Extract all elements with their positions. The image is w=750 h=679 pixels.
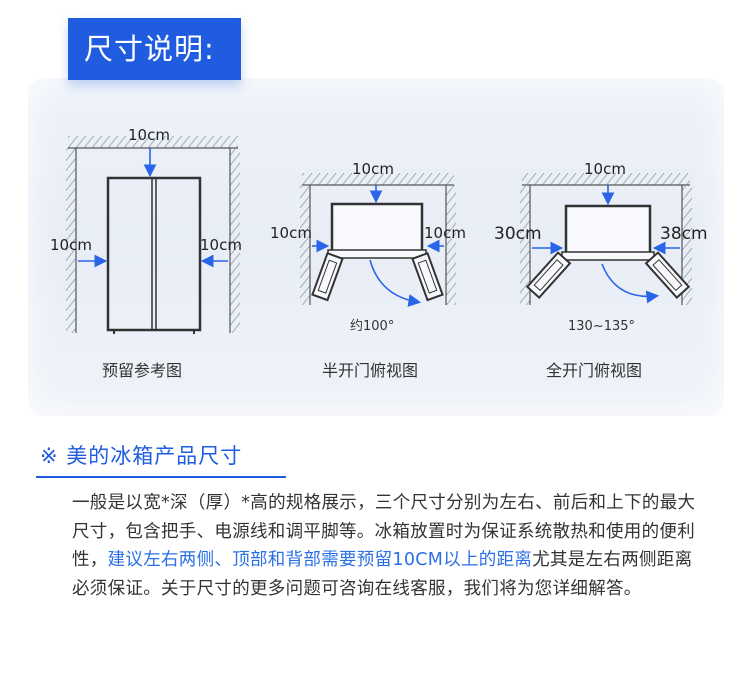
front-caption: 预留参考图	[102, 361, 182, 380]
page-title: 尺寸说明:	[68, 18, 241, 80]
full-left-gap: 30cm	[494, 224, 542, 244]
section-title: ※ 美的冰箱产品尺寸	[40, 444, 243, 468]
description-part1: 一般是以宽*深（厚）*高的规格展示，三个尺寸分别为左右、前后和上下的最大尺寸，包…	[72, 493, 696, 570]
description-highlight: 建议左右两侧、顶部和背部需要预留10CM以上的距离	[107, 550, 533, 570]
full-caption: 全开门俯视图	[546, 361, 642, 380]
half-angle: 约100°	[350, 319, 394, 334]
dimension-diagrams: 10cm 10cm 10cm 预留参考图	[50, 126, 708, 380]
half-open-diagram: 10cm 10cm 10cm 约100° 半开门俯视图	[270, 160, 466, 380]
half-right-gap: 10cm	[424, 224, 466, 242]
left-wall	[66, 148, 76, 333]
fridge-body-full	[564, 204, 652, 256]
full-open-diagram: 10cm 30cm 38cm 130~135° 全开门俯视图	[494, 160, 708, 380]
ceiling-hatch	[68, 136, 238, 148]
full-top-gap: 10cm	[584, 160, 626, 178]
front-right-gap: 10cm	[200, 236, 242, 254]
diagram-panel: 10cm 10cm 10cm 预留参考图	[28, 78, 724, 416]
fridge-body-half	[330, 202, 424, 254]
front-view-diagram: 10cm 10cm 10cm 预留参考图	[50, 126, 242, 380]
section-underline	[36, 476, 286, 478]
back-wall-hatch	[302, 173, 454, 185]
half-caption: 半开门俯视图	[322, 361, 418, 380]
back-wall-hatch-full	[522, 173, 690, 185]
front-top-gap: 10cm	[128, 126, 170, 144]
half-left-gap: 10cm	[270, 224, 312, 242]
full-right-gap: 38cm	[660, 224, 708, 244]
right-wall	[230, 148, 240, 333]
half-top-gap: 10cm	[352, 160, 394, 178]
fridge-front	[106, 176, 202, 332]
description-part2: 尤其是左右两侧距离必须保证。关于尺寸的更多问题可咨询在线客服，我们将为您详细解答…	[72, 550, 693, 599]
front-left-gap: 10cm	[50, 236, 92, 254]
full-angle: 130~135°	[568, 319, 635, 334]
description-paragraph: 一般是以宽*深（厚）*高的规格展示，三个尺寸分别为左右、前后和上下的最大尺寸，包…	[72, 489, 704, 603]
